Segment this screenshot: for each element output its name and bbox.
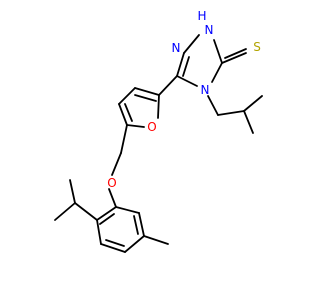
bond-o-ar	[108, 188, 117, 208]
bond-ipr-me2	[69, 179, 76, 204]
bond-fc4-fc5-b	[124, 103, 133, 122]
bond-fc3-fc4	[118, 87, 136, 105]
bond-n2-c3-outer	[176, 52, 185, 77]
bond-c5-n1	[213, 39, 223, 64]
bond-n1-n2	[183, 34, 200, 54]
bond-ch2-ch	[217, 110, 245, 116]
bond-o-fc2	[157, 94, 160, 119]
bond-ch2-o	[111, 152, 122, 176]
bond-fc5-o	[126, 124, 145, 128]
bond-ch-me1	[243, 95, 263, 112]
bond-b6-b1	[115, 206, 140, 214]
bond-b5-b6-b	[133, 215, 139, 235]
bond-n2-c3-inner	[182, 56, 190, 77]
atom-labels: H N N N S O O	[107, 9, 261, 190]
bond-b3-b4-b	[105, 239, 125, 247]
atom-label-nh-h: H	[197, 9, 206, 23]
bond-b5-b6-a	[138, 212, 145, 237]
bond-fc4-fc5-a	[118, 103, 128, 126]
bond-n4-ch2	[207, 95, 219, 116]
bond-fc2-fc3-b	[134, 94, 157, 102]
bond-ipr-me1	[54, 202, 76, 221]
atom-label-ether-o: O	[107, 176, 116, 190]
bond-fc5-ch2	[120, 124, 128, 154]
bond-fc2-fc3-a	[134, 87, 160, 96]
bond-b1-b2-a	[96, 206, 117, 221]
bond-lines	[54, 34, 263, 253]
bond-b3-b4-a	[100, 243, 126, 253]
bond-b2-b3	[96, 219, 102, 245]
bond-ch-me2	[243, 110, 254, 134]
bond-c3-n4	[176, 75, 198, 87]
bond-c3-fc2	[158, 75, 178, 96]
bond-b4-b5	[124, 235, 145, 253]
bond-c5-s-b	[224, 48, 247, 59]
atom-label-furan-o: O	[147, 120, 156, 134]
atom-label-ring-n1: N	[172, 41, 181, 55]
bond-n4-c5	[211, 62, 223, 83]
bond-b5-me	[143, 235, 169, 245]
bond-c5-s-a	[221, 52, 247, 64]
bond-b1-b2-b	[99, 213, 115, 225]
bond-b2-ipr	[74, 202, 98, 221]
molecule-structure-diagram: H N N N S O O	[54, 9, 263, 253]
atom-label-nh-n: N	[205, 23, 214, 37]
atom-label-ring-n4: N	[201, 83, 210, 97]
atom-label-thione-s: S	[253, 40, 261, 54]
